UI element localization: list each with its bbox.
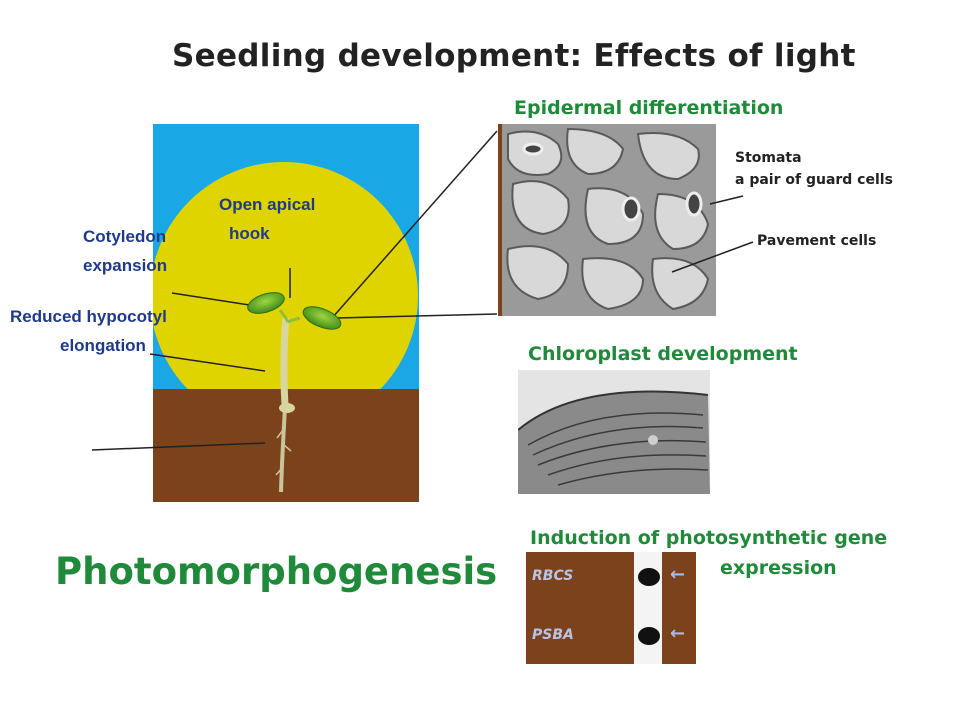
- band-label-rbcs: RBCS: [532, 568, 574, 584]
- stoma-group: [522, 142, 703, 222]
- pointer-line-root: [91, 442, 266, 451]
- psba-band: [638, 627, 660, 645]
- arrow-left-icon: ←: [670, 564, 686, 585]
- hook-swelling: [279, 403, 295, 413]
- pointer-line-epidermal: [331, 130, 498, 319]
- sun: [153, 162, 418, 430]
- band-label-psba: PSBA: [532, 627, 574, 643]
- gene-expression-title-line1: Induction of photosynthetic gene: [530, 527, 888, 549]
- stomata-note: Stomata a pair of guard cells: [735, 150, 893, 188]
- arrow-left-icon: ←: [670, 623, 686, 644]
- cotyledon-left: [247, 292, 285, 314]
- label-reduced-hypocotyl: Reduced hypocotyl elongation: [10, 307, 167, 355]
- cotyledon-right: [302, 306, 342, 330]
- pointer-line-cotyledon: [171, 292, 263, 308]
- gene-expression-title-line2: expression: [720, 557, 837, 579]
- chloroplast-micrograph: [518, 370, 710, 494]
- chloroplast-title: Chloroplast development: [528, 343, 798, 365]
- pointer-line-hypocotyl: [149, 353, 266, 372]
- cotyledon-stalks: [278, 309, 301, 324]
- hypocotyl: [280, 317, 290, 406]
- epidermal-title: Epidermal differentiation: [514, 97, 784, 119]
- label-cotyledon-expansion: Cotyledon expansion: [83, 227, 168, 275]
- epidermis-micrograph: [498, 124, 716, 316]
- root-hairs: [275, 429, 292, 476]
- pointer-line-epidermal-lower: [335, 313, 498, 319]
- pavement-note: Pavement cells: [757, 233, 877, 249]
- label-open-apical-hook: Open apical hook: [219, 195, 316, 243]
- page-title: Seedling development: Effects of light: [172, 38, 856, 74]
- photomorphogenesis-label: Photomorphogenesis: [55, 550, 498, 593]
- rbcs-band: [638, 568, 660, 586]
- northern-blot: [526, 552, 696, 664]
